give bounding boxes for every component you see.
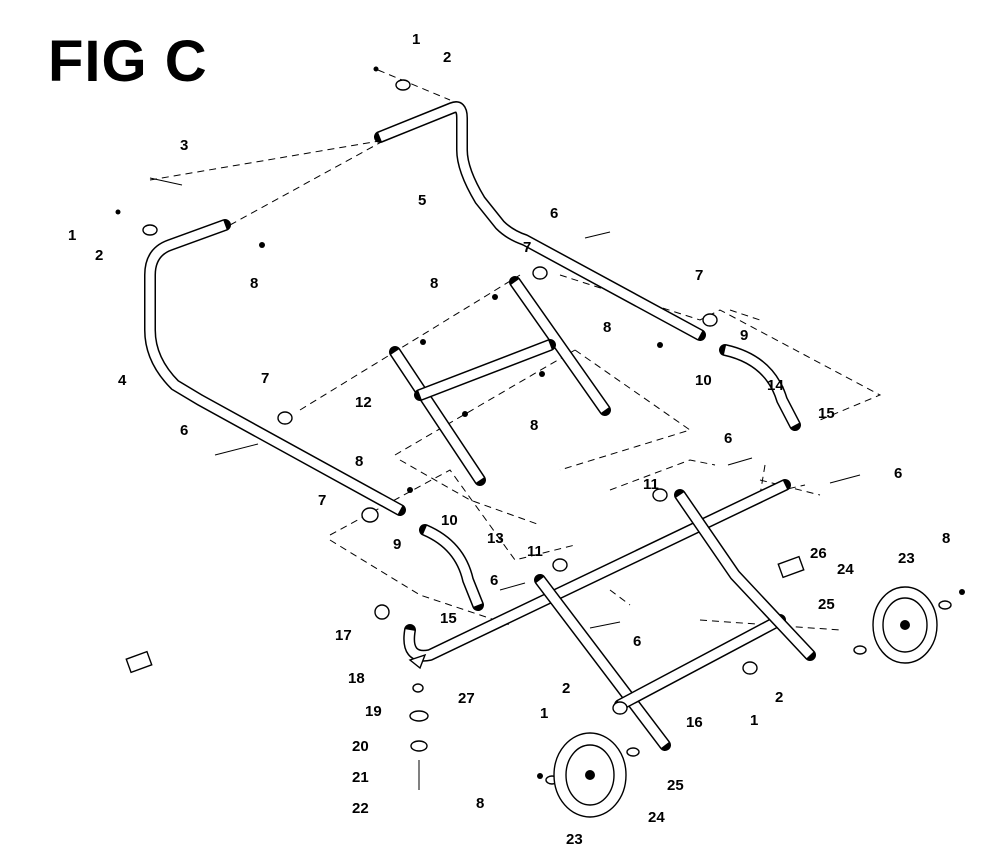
leg-tubes	[419, 344, 801, 611]
callout-10: 10	[441, 512, 458, 529]
callout-labels: 1 2 3 5 1 2 4 8 6 7 8 7 9 8 10 12 14 7 8…	[68, 31, 950, 848]
callout-23: 23	[566, 831, 583, 848]
handle-tube-upper	[374, 101, 706, 341]
callout-9: 9	[740, 327, 748, 344]
callout-1: 1	[750, 712, 758, 729]
callout-8: 8	[430, 275, 438, 292]
callout-27: 27	[458, 690, 475, 707]
callout-24: 24	[648, 809, 665, 826]
callout-6: 6	[894, 465, 902, 482]
callout-16: 16	[686, 714, 703, 731]
wheel-right	[872, 586, 938, 664]
callout-8: 8	[942, 530, 950, 547]
callout-6: 6	[633, 633, 641, 650]
callout-8: 8	[603, 319, 611, 336]
handle-tube-left	[144, 219, 406, 516]
callout-8: 8	[355, 453, 363, 470]
callout-23: 23	[898, 550, 915, 567]
callout-25: 25	[818, 596, 835, 613]
callout-24: 24	[837, 561, 854, 578]
base-frame	[403, 479, 816, 751]
callout-8: 8	[476, 795, 484, 812]
callout-5: 5	[418, 192, 426, 209]
callout-7: 7	[523, 239, 531, 256]
callout-1: 1	[68, 227, 76, 244]
callout-8: 8	[250, 275, 258, 292]
callout-8: 8	[530, 417, 538, 434]
callout-20: 20	[352, 738, 369, 755]
callout-3: 3	[180, 137, 188, 154]
callout-26: 26	[810, 545, 827, 562]
callout-6: 6	[550, 205, 558, 222]
callout-2: 2	[443, 49, 451, 66]
callout-19: 19	[365, 703, 382, 720]
callout-15: 15	[440, 610, 457, 627]
callout-11: 11	[643, 476, 659, 493]
callout-10: 10	[695, 372, 712, 389]
assembly-guides	[149, 69, 882, 631]
callout-17: 17	[335, 627, 352, 644]
callout-7: 7	[261, 370, 269, 387]
callout-4: 4	[118, 372, 127, 389]
hardware	[115, 66, 965, 790]
callout-14: 14	[767, 377, 784, 394]
callout-1: 1	[540, 705, 548, 722]
callout-25: 25	[667, 777, 684, 794]
callout-6: 6	[180, 422, 188, 439]
callout-22: 22	[352, 800, 369, 817]
callout-11: 11	[527, 543, 543, 560]
callout-6: 6	[490, 572, 498, 589]
callout-2: 2	[562, 680, 570, 697]
figure-title: FIG C	[48, 29, 208, 94]
callout-9: 9	[393, 536, 401, 553]
callout-13: 13	[487, 530, 504, 547]
callout-12: 12	[355, 394, 372, 411]
callout-21: 21	[352, 769, 369, 786]
callout-2: 2	[775, 689, 783, 706]
wheel-left	[553, 732, 627, 818]
callout-2: 2	[95, 247, 103, 264]
callout-18: 18	[348, 670, 365, 687]
callout-7: 7	[318, 492, 326, 509]
callout-6: 6	[724, 430, 732, 447]
callout-1: 1	[412, 31, 420, 48]
callout-15: 15	[818, 405, 835, 422]
callout-7: 7	[695, 267, 703, 284]
cross-frame	[389, 276, 611, 486]
